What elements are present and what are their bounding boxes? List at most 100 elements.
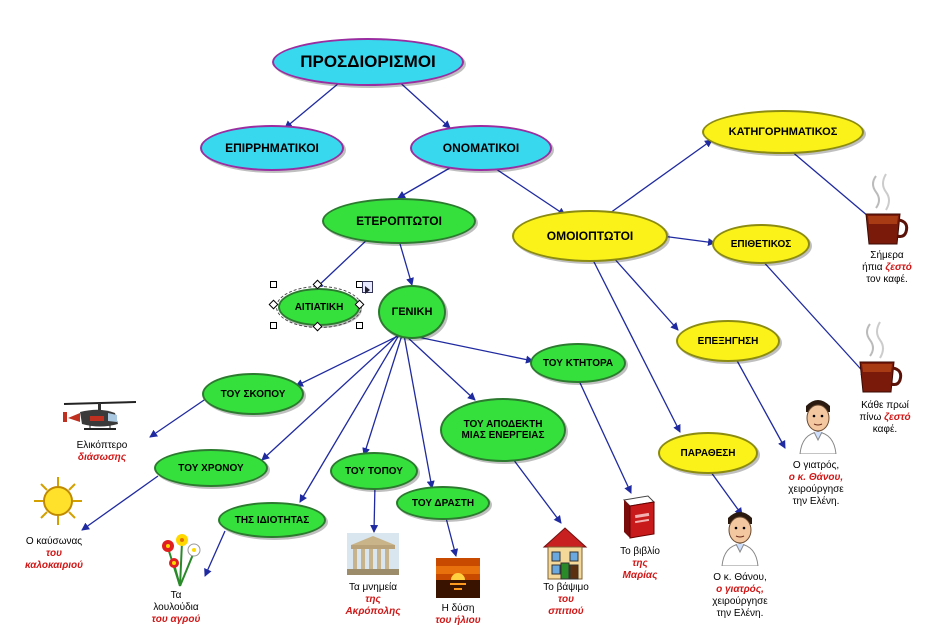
book-caption: Το βιβλίο της Μαρίας: [608, 546, 672, 582]
selection-handle[interactable]: [270, 322, 277, 329]
edge-tis-idiotitas-flowers: [204, 530, 226, 577]
doctor2-caption: Ο κ. Θάνου, ο γιατρός, χειρούργησε την Ε…: [698, 572, 782, 620]
node-tou-drasti-label: ΤΟΥ ΔΡΑΣΤΗ: [411, 497, 475, 509]
caption-text: Ο γιατρός,: [792, 460, 840, 471]
caption-highlight: ο γιατρός,: [716, 584, 764, 595]
edge-tou-ktitora-book: [574, 371, 632, 494]
edge-onomatikoi-omoioptotoi: [489, 164, 566, 216]
edge-eteroptotoi-geniki: [397, 236, 414, 286]
node-tou-ktitora-label: ΤΟΥ ΚΤΗΤΟΡΑ: [542, 357, 614, 369]
flowers-icon: [158, 530, 202, 588]
caption-text: Ο καύσωνας: [25, 536, 83, 547]
flowers-caption: Τα λουλούδια του αγρού: [146, 590, 206, 626]
caption-text: ήπια: [862, 262, 883, 273]
sun-icon: [33, 476, 83, 526]
edge-eteroptotoi-aitiatiki: [315, 236, 371, 289]
node-epirrimatikoi-label: ΕΠΙΡΡΗΜΑΤΙΚΟΙ: [225, 141, 319, 155]
coffee1-caption: Σήμερα ήπια ζεστό τον καφέ.: [852, 250, 922, 286]
node-epithetikos[interactable]: ΕΠΙΘΕΤΙΚΟΣ: [712, 224, 810, 264]
node-epexigisi[interactable]: ΕΠΕΞΗΓΗΣΗ: [676, 320, 780, 362]
node-tis-idiotitas[interactable]: ΤΗΣ ΙΔΙΟΤΗΤΑΣ: [218, 502, 326, 538]
caption-highlight: του: [557, 594, 575, 605]
caption-text: πίνω: [859, 412, 882, 423]
node-prosdiorismoi-label: ΠΡΟΣΔΙΟΡΙΣΜΟΙ: [300, 52, 436, 71]
caption-text: την Ελένη.: [792, 496, 840, 507]
caption-highlight: της: [632, 558, 648, 569]
edge-omoioptotoi-parathesi: [591, 257, 681, 433]
node-katigorimatikos[interactable]: ΚΑΤΗΓΟΡΗΜΑΤΙΚΟΣ: [702, 110, 864, 154]
node-prosdiorismoi[interactable]: ΠΡΟΣΔΙΟΡΙΣΜΟΙ: [272, 38, 464, 86]
caption-text: Ο κ. Θάνου,: [713, 572, 767, 583]
node-tou-topou-label: ΤΟΥ ΤΟΠΟΥ: [345, 465, 403, 477]
caption-text: χειρούργησε: [788, 484, 844, 495]
caption-highlight: σπιτιού: [548, 606, 584, 617]
edge-omoioptotoi-epexigisi: [611, 255, 679, 331]
node-tou-topou[interactable]: ΤΟΥ ΤΟΠΟΥ: [330, 452, 418, 490]
node-geniki[interactable]: ΓΕΝΙΚΗ: [378, 285, 446, 339]
caption-highlight: καλοκαιριού: [24, 560, 84, 571]
selection-handle[interactable]: [356, 322, 363, 329]
node-tou-apodekti[interactable]: ΤΟΥ ΑΠΟΔΕΚΤΗ ΜΙΑΣ ΕΝΕΡΓΕΙΑΣ: [440, 398, 566, 462]
selection-handle[interactable]: [270, 281, 277, 288]
book-icon: [618, 494, 660, 540]
node-tou-xronou-label: ΤΟΥ ΧΡΟΝΟΥ: [178, 462, 244, 474]
node-parathesi[interactable]: ΠΑΡΑΘΕΣΗ: [658, 432, 758, 474]
edge-epexigisi-doctor1: [734, 356, 786, 449]
edge-omoioptotoi-katigorimatikos: [609, 139, 713, 214]
edge-tou-skopou-helicopter: [149, 395, 211, 438]
node-omoioptotoi[interactable]: ΟΜΟΙΟΠΤΩΤΟΙ: [512, 210, 668, 262]
caption-highlight: του ήλιου: [435, 615, 481, 626]
caption-highlight: Μαρίας: [622, 570, 658, 581]
node-tou-skopou-label: ΤΟΥ ΣΚΟΠΟΥ: [220, 388, 286, 400]
coffee2-caption: Κάθε πρωί πίνω ζεστό καφέ.: [848, 400, 922, 436]
node-tou-drasti[interactable]: ΤΟΥ ΔΡΑΣΤΗ: [396, 486, 490, 520]
acropolis-icon: [347, 533, 399, 575]
edge-onomatikoi-eteroptotoi: [397, 164, 456, 199]
caption-highlight: Ακρόπολης: [345, 606, 401, 617]
helicopter-caption: Ελικόπτερο διάσωσης: [62, 440, 142, 464]
node-eteroptotoi[interactable]: ΕΤΕΡΟΠΤΩΤΟΙ: [322, 198, 476, 244]
node-katigorimatikos-label: ΚΑΤΗΓΟΡΗΜΑΤΙΚΟΣ: [728, 126, 838, 138]
node-tou-skopou[interactable]: ΤΟΥ ΣΚΟΠΟΥ: [202, 373, 304, 415]
caption-highlight: του: [45, 548, 63, 559]
caption-text: λουλούδια: [153, 602, 199, 613]
edge-prosdiorismoi-onomatikoi: [394, 77, 451, 129]
edge-geniki-tou-topou: [362, 334, 403, 456]
caption-highlight: ζεστό: [884, 412, 911, 423]
node-onomatikoi[interactable]: ΟΝΟΜΑΤΙΚΟΙ: [410, 125, 552, 171]
coffee-cup-icon: [856, 320, 904, 396]
caption-highlight: της: [365, 594, 381, 605]
node-epexigisi-label: ΕΠΕΞΗΓΗΣΗ: [697, 335, 759, 347]
edge-parathesi-doctor2: [707, 467, 743, 516]
edge-katigorimatikos-coffee1: [789, 149, 876, 223]
caption-highlight: διάσωσης: [77, 452, 127, 463]
caption-text: Η δύση: [441, 603, 475, 614]
caption-line: πίνω ζεστό: [848, 412, 922, 424]
caption-text: χειρούργησε: [712, 596, 768, 607]
caption-highlight: ο κ. Θάνου,: [788, 472, 844, 483]
sun-caption: Ο καύσωνας του καλοκαιριού: [12, 536, 96, 572]
node-geniki-label: ΓΕΝΙΚΗ: [391, 306, 433, 318]
caption-text: Τα: [170, 590, 182, 601]
sunset-icon: [436, 558, 480, 598]
node-tou-xronou[interactable]: ΤΟΥ ΧΡΟΝΟΥ: [154, 449, 268, 487]
node-parathesi-label: ΠΑΡΑΘΕΣΗ: [680, 447, 736, 459]
edge-prosdiorismoi-epirrimatikoi: [284, 77, 346, 129]
doctor1-caption: Ο γιατρός, ο κ. Θάνου, χειρούργησε την Ε…: [776, 460, 856, 508]
node-tou-ktitora[interactable]: ΤΟΥ ΚΤΗΤΟΡΑ: [530, 343, 626, 383]
node-aitiatiki[interactable]: ΑΙΤΙΑΤΙΚΗ: [276, 286, 362, 328]
edge-tou-topou-acropolis: [370, 483, 379, 533]
edge-geniki-tou-drasti: [403, 334, 435, 489]
caption-text: Ελικόπτερο: [76, 440, 128, 451]
node-onomatikoi-label: ΟΝΟΜΑΤΙΚΟΙ: [442, 141, 520, 155]
edge-geniki-tou-ktitora: [407, 334, 534, 364]
node-epithetikos-label: ΕΠΙΘΕΤΙΚΟΣ: [730, 238, 792, 250]
coffee-cup-icon: [862, 172, 910, 248]
caption-highlight: ζεστό: [885, 262, 912, 273]
house-icon: [542, 525, 588, 581]
sunset-caption: Η δύση του ήλιου: [424, 603, 492, 627]
selection-menu-arrow-icon[interactable]: [362, 281, 373, 294]
caption-text: Κάθε πρωί: [861, 400, 909, 411]
node-epirrimatikoi[interactable]: ΕΠΙΡΡΗΜΑΤΙΚΟΙ: [200, 125, 344, 171]
